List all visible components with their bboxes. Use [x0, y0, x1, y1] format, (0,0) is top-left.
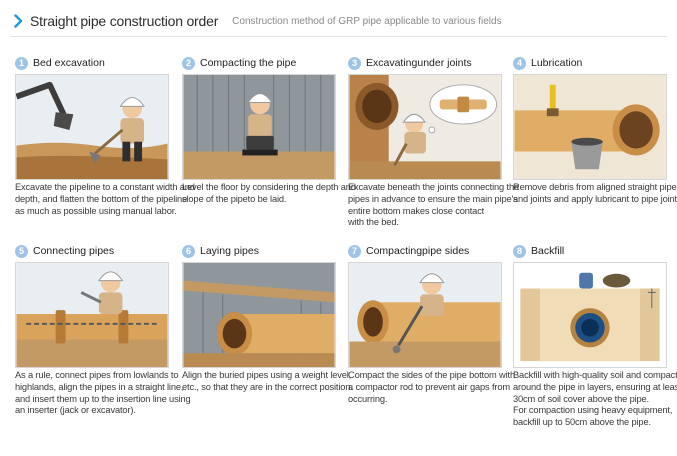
step-number-badge: 1: [15, 56, 28, 70]
description-line: as much as possible using manual labor.: [15, 205, 177, 216]
description-line: For compaction using heavy equipment,: [513, 405, 673, 416]
step-2-compacting-the-pipe: 2 Compacting the pipe Level the floor by…: [182, 55, 356, 206]
description-line: Level the floor by considering the depth…: [182, 182, 356, 192]
description-line: Align the buried pipes using a weight le…: [182, 370, 352, 380]
description-line: a compactor rod to prevent air gaps from: [348, 381, 510, 392]
description-line: depth, and flatten the bottom of the pip…: [15, 193, 188, 204]
description-line: and insert them up to the insertion line…: [15, 393, 191, 404]
step-label: Compactingpipe sides: [366, 245, 470, 257]
step-description: Level the floor by considering the depth…: [182, 182, 356, 206]
description-line: an inserter (jack or excavator).: [15, 405, 136, 416]
page-title: Straight pipe construction order: [30, 13, 219, 29]
step-5-connecting-pipes: 5 Connecting pipes As a rule, connect pi…: [15, 243, 191, 417]
step-8-backfill: 8 Backfill Backfill with high-quality so…: [513, 243, 677, 429]
step-number-badge: 2: [182, 56, 195, 70]
description-line: 30cm of soil cover above the pipe.: [513, 393, 649, 404]
description-line: pipes in advance to ensure the main pipe…: [348, 193, 518, 204]
step-description: Excavate the pipeline to a constant widt…: [15, 182, 195, 217]
header-divider: [10, 36, 667, 37]
connecting-pipes-illustration: [15, 262, 169, 368]
step-label: Laying pipes: [200, 245, 259, 257]
description-line: Remove debris from aligned straight pipe…: [513, 182, 677, 192]
description-line: slope of the pipeto be laid.: [182, 193, 287, 204]
description-line: and joints and apply lubricant to pipe j…: [513, 193, 677, 204]
step-description: Backfill with high-quality soil and comp…: [513, 370, 677, 429]
step-label: Connecting pipes: [33, 245, 115, 257]
bed-excavation-illustration: [15, 74, 169, 180]
step-description: Align the buried pipes using a weight le…: [182, 370, 353, 394]
step-label: Lubrication: [531, 57, 583, 69]
compacting-illustration: [182, 74, 336, 180]
step-3-excavating-under-joints: 3 Excavatingunder joints Excavate beneat…: [348, 55, 519, 229]
step-description: Excavate beneath the joints connecting t…: [348, 182, 519, 229]
step-description: Remove debris from aligned straight pipe…: [513, 182, 677, 206]
description-line: Backfill with high-quality soil and comp…: [513, 370, 677, 380]
step-number-badge: 7: [348, 244, 361, 258]
step-number-badge: 8: [513, 244, 526, 258]
page-subtitle: Construction method of GRP pipe applicab…: [232, 15, 502, 27]
step-number-badge: 3: [348, 56, 361, 70]
page-header: Straight pipe construction order Constru…: [14, 10, 502, 32]
chevron-right-icon: [14, 14, 23, 28]
step-description: As a rule, connect pipes from lowlands t…: [15, 370, 191, 417]
step-6-laying-pipes: 6 Laying pipes Align the buried pipes us…: [182, 243, 353, 394]
compacting-sides-illustration: [348, 262, 502, 368]
step-1-bed-excavation: 1 Bed excavation Excavate the pipeline t…: [15, 55, 195, 217]
step-label: Bed excavation: [33, 57, 105, 69]
description-line: backfill up to 50cm above the pipe.: [513, 417, 651, 428]
step-7-compacting-pipe-sides: 7 Compactingpipe sides Compact the sides…: [348, 243, 515, 405]
description-line: occurring.: [348, 393, 388, 404]
step-number-badge: 4: [513, 56, 526, 70]
step-number-badge: 5: [15, 244, 28, 258]
description-line: around the pipe in layers, ensuring at l…: [513, 381, 677, 392]
description-line: etc., so that they are in the correct po…: [182, 381, 353, 392]
step-label: Backfill: [531, 245, 565, 257]
description-line: Compact the sides of the pipe bottom wit…: [348, 370, 515, 380]
backfill-illustration: [513, 262, 667, 368]
step-label: Excavatingunder joints: [366, 57, 472, 69]
step-label: Compacting the pipe: [200, 57, 297, 69]
description-line: As a rule, connect pipes from lowlands t…: [15, 370, 179, 380]
step-description: Compact the sides of the pipe bottom wit…: [348, 370, 515, 405]
description-line: highlands, align the pipes in a straight…: [15, 381, 184, 392]
excavating-joints-illustration: [348, 74, 502, 180]
description-line: entire bottom makes close contact: [348, 205, 485, 216]
step-number-badge: 6: [182, 244, 195, 258]
step-4-lubrication: 4 Lubrication Remove debris from aligned…: [513, 55, 677, 206]
description-line: Excavate the pipeline to a constant widt…: [15, 182, 195, 192]
laying-pipes-illustration: [182, 262, 336, 368]
lubrication-illustration: [513, 74, 667, 180]
description-line: Excavate beneath the joints connecting t…: [348, 182, 519, 192]
description-line: with the bed.: [348, 217, 399, 228]
